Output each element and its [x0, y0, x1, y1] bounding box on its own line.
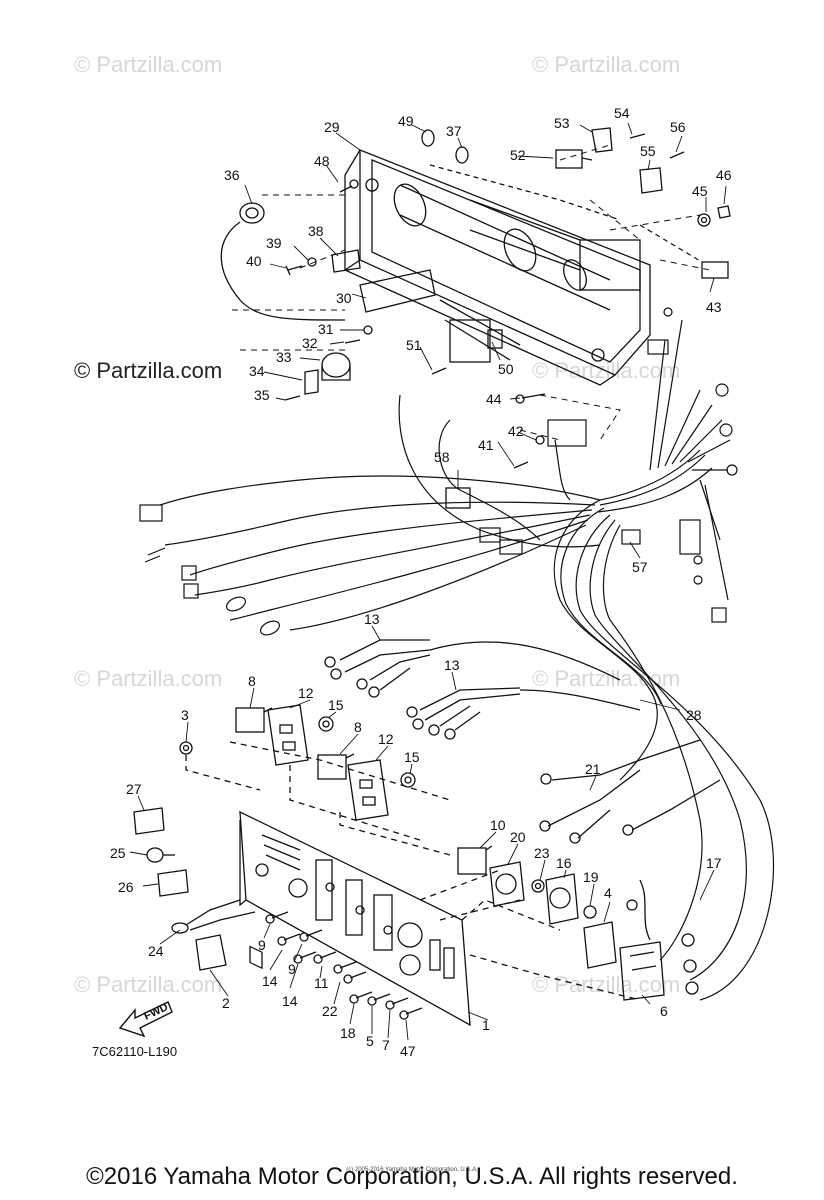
- callout: 15: [328, 697, 344, 713]
- callout: 15: [404, 749, 420, 765]
- callout: 56: [670, 119, 686, 135]
- callout: 11: [314, 975, 329, 991]
- callout: 27: [126, 781, 142, 797]
- mid-components: [179, 704, 451, 856]
- lower-components: [133, 807, 665, 1020]
- callout: 42: [508, 423, 524, 439]
- callout: 31: [318, 321, 334, 337]
- callout: 18: [340, 1025, 356, 1041]
- callout: 20: [510, 829, 526, 845]
- callout: 39: [266, 235, 282, 251]
- callout: 22: [322, 1003, 338, 1019]
- callout: 5: [366, 1033, 374, 1049]
- wiring-drawing: FWD 1: [110, 105, 775, 1059]
- callout: 17: [706, 855, 722, 871]
- callout: 9: [288, 961, 296, 977]
- upper-components: [220, 127, 731, 509]
- callout: 36: [224, 167, 240, 183]
- callout: 40: [246, 253, 262, 269]
- callout: 13: [444, 657, 460, 673]
- callout: 7: [382, 1037, 390, 1053]
- callout: 55: [640, 143, 656, 159]
- callout: 43: [706, 299, 722, 315]
- watermark: © Partzilla.com: [532, 972, 681, 997]
- callout: 33: [276, 349, 292, 365]
- callout: 21: [585, 761, 601, 777]
- callout: 3: [181, 707, 189, 723]
- callout: 50: [498, 361, 514, 377]
- ring-terminals-13: [324, 639, 641, 740]
- upper-panel-frame: [344, 149, 651, 386]
- callout: 53: [554, 115, 570, 131]
- callout: 38: [308, 223, 324, 239]
- callout: 8: [354, 719, 362, 735]
- leader-lines: [232, 144, 711, 441]
- watermark: © Partzilla.com: [74, 972, 223, 997]
- callout: 23: [534, 845, 550, 861]
- callout: 28: [686, 707, 702, 723]
- diagram-code: 7C62110-L190: [92, 1044, 178, 1059]
- watermark: © Partzilla.com: [532, 666, 681, 691]
- callout: 24: [148, 943, 164, 959]
- callout: 45: [692, 183, 708, 199]
- watermark-main: © Partzilla.com: [74, 358, 223, 383]
- callout: 25: [110, 845, 126, 861]
- callout: 10: [490, 817, 506, 833]
- callout: 51: [406, 337, 422, 353]
- callout: 32: [302, 335, 318, 351]
- callout: 58: [434, 449, 450, 465]
- ring-terminals-21: [539, 739, 721, 995]
- callout: 49: [398, 113, 414, 129]
- callout: 35: [254, 387, 270, 403]
- callout: 9: [258, 937, 266, 953]
- callout: 48: [314, 153, 330, 169]
- callout: 37: [446, 123, 462, 139]
- fwd-arrow: FWD: [118, 1001, 173, 1038]
- callout: 26: [118, 879, 134, 895]
- callout: 6: [660, 1003, 668, 1019]
- callout: 14: [262, 973, 278, 989]
- callout: 57: [632, 559, 648, 575]
- copyright-notice: ©2016 Yamaha Motor Corporation, U.S.A. A…: [86, 1163, 738, 1190]
- callout: 46: [716, 167, 732, 183]
- fine-print: (c) 2005-2016 Yamaha Motor Corporation, …: [346, 1167, 478, 1173]
- callout-leaders: [129, 122, 727, 1041]
- callout: 47: [400, 1043, 416, 1059]
- callout: 12: [298, 685, 314, 701]
- callout: 41: [478, 437, 494, 453]
- callout: 14: [282, 993, 298, 1009]
- callout: 13: [364, 611, 380, 627]
- watermark: © Partzilla.com: [74, 52, 223, 77]
- callout: 54: [614, 105, 630, 121]
- callout: 44: [486, 391, 502, 407]
- callout: 4: [604, 885, 612, 901]
- wire-harness: [139, 224, 775, 1001]
- callout: 34: [249, 363, 265, 379]
- callout: 2: [222, 995, 230, 1011]
- watermark: © Partzilla.com: [532, 52, 681, 77]
- callout: 29: [324, 119, 340, 135]
- callout: 30: [336, 290, 352, 306]
- callout: 16: [556, 855, 572, 871]
- callout: 1: [482, 1017, 490, 1033]
- callout-labels: 1 2 3 4 5 6 7 8 8 9 9 10 11 12 12 13 13 …: [110, 105, 732, 1059]
- callout: 19: [583, 869, 599, 885]
- callout: 8: [248, 673, 256, 689]
- callout: 52: [510, 147, 526, 163]
- callout: 12: [378, 731, 394, 747]
- watermark: © Partzilla.com: [74, 666, 223, 691]
- front-panel: [239, 810, 641, 1027]
